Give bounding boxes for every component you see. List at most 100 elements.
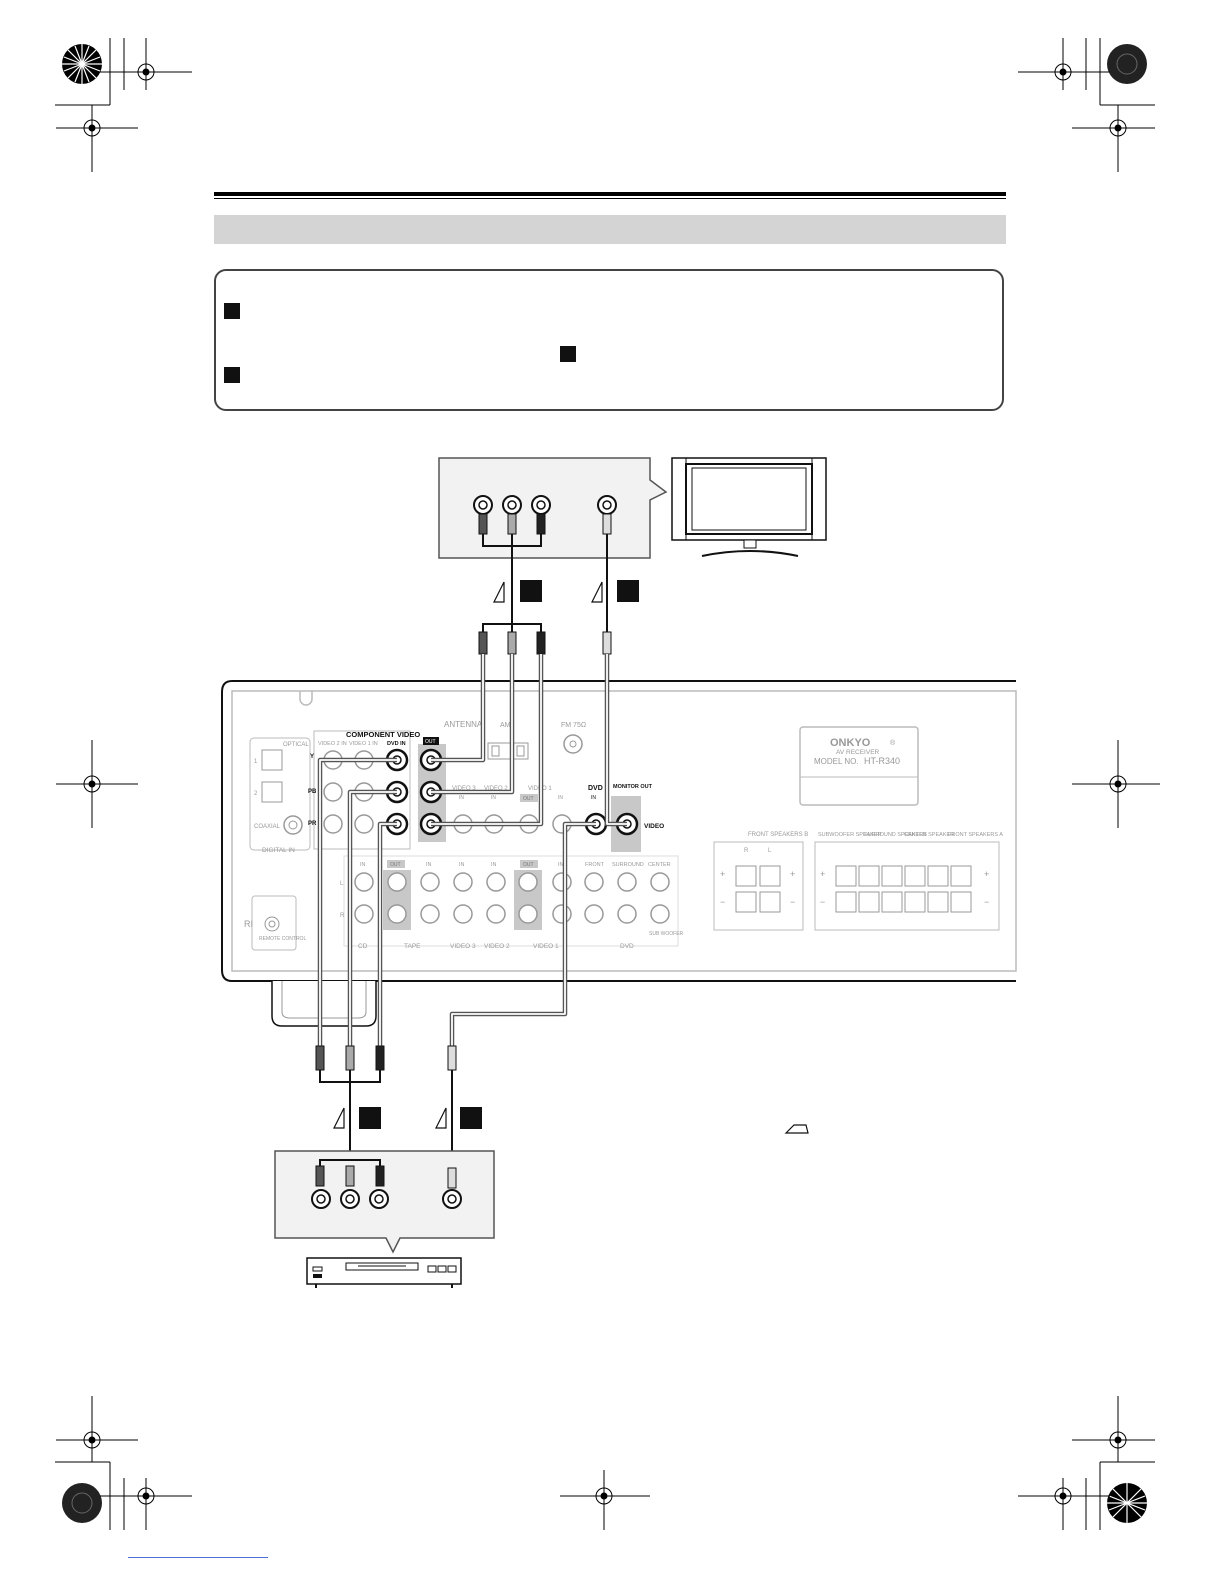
svg-text:ONKYO: ONKYO [830,737,871,749]
svg-text:−: − [720,897,725,907]
svg-text:SUBWOOFER SPEAKER: SUBWOOFER SPEAKER [818,832,882,838]
svg-text:Y: Y [310,754,314,760]
marker-square-icon [617,580,639,602]
svg-text:ANTENNA: ANTENNA [444,720,483,729]
svg-text:IN: IN [491,795,496,801]
cables [317,654,627,1046]
svg-text:CENTER SPEAKER: CENTER SPEAKER [904,832,954,838]
header-rule [214,192,1006,196]
svg-text:PB: PB [308,789,317,795]
tv-component-jack-pb [502,495,522,515]
dark-dot-icon [1107,44,1147,84]
marker-c-icon [224,367,240,383]
dvd-component-jack-y [311,1189,331,1209]
marker-a-icon [224,303,240,319]
receiver-rear-panel: OPTICAL 1 2 COAXIAL DIGITAL IN RI REMOTE… [221,680,1017,1027]
tv-video-jack [597,495,617,515]
dvd-output-callout [274,1150,495,1254]
svg-text:IN: IN [558,862,564,868]
svg-text:DVD IN: DVD IN [387,741,406,747]
svg-text:REMOTE CONTROL: REMOTE CONTROL [259,936,306,942]
svg-text:R: R [744,848,749,854]
svg-text:DIGITAL IN: DIGITAL IN [262,847,295,854]
dvd-side-plugs [315,1045,457,1168]
tv-input-callout [438,457,668,559]
svg-text:FRONT SPEAKERS B: FRONT SPEAKERS B [748,832,808,838]
svg-text:VIDEO 2: VIDEO 2 [484,786,508,792]
svg-text:VIDEO: VIDEO [644,823,664,830]
svg-text:+: + [790,869,795,879]
svg-text:FM 75Ω: FM 75Ω [561,722,586,729]
svg-text:IN: IN [360,862,366,868]
svg-text:VIDEO 1 IN: VIDEO 1 IN [349,741,378,747]
svg-text:VIDEO 2 IN: VIDEO 2 IN [318,741,347,747]
svg-text:IN: IN [459,795,464,801]
svg-text:FRONT SPEAKERS A: FRONT SPEAKERS A [948,832,1003,838]
svg-text:R: R [340,913,345,919]
svg-text:L: L [340,881,344,887]
svg-text:VIDEO 3: VIDEO 3 [450,943,476,950]
svg-text:L: L [768,848,772,854]
svg-text:MODEL NO.: MODEL NO. [814,757,859,766]
svg-text:2: 2 [254,791,258,797]
svg-text:SUB WOOFER: SUB WOOFER [649,931,684,937]
registration-marks [55,38,1160,1530]
dvd-component-jack-pb [340,1189,360,1209]
dvd-player-icon [306,1257,462,1288]
svg-text:VIDEO 1: VIDEO 1 [533,943,559,950]
svg-text:COMPONENT VIDEO: COMPONENT VIDEO [346,730,420,739]
marker-b-icon [560,346,576,362]
svg-text:+: + [820,869,825,879]
connection-notes-box [214,269,1004,411]
svg-text:DVD: DVD [588,785,603,792]
svg-text:IN: IN [459,862,465,868]
svg-text:1: 1 [254,759,258,765]
television-icon [671,457,827,557]
svg-text:SURROUND SPEAKERS: SURROUND SPEAKERS [864,832,927,838]
svg-text:CENTER: CENTER [648,862,671,868]
dvd-component-jack-pr [369,1189,389,1209]
svg-text:IN: IN [491,862,497,868]
svg-text:OUT: OUT [523,796,534,802]
svg-text:OUT: OUT [390,862,401,868]
marker-square-icon [359,1107,381,1129]
svg-text:DVD: DVD [620,943,634,950]
svg-text:VIDEO 3: VIDEO 3 [452,786,476,792]
section-title-band [214,215,1006,244]
svg-text:IN: IN [426,862,432,868]
svg-text:OUT: OUT [425,739,436,745]
svg-text:−: − [984,897,989,907]
svg-text:OUT: OUT [523,862,534,868]
svg-text:FRONT: FRONT [585,862,605,868]
svg-text:−: − [820,897,825,907]
marker-square-icon [520,580,542,602]
svg-text:+: + [984,869,989,879]
svg-text:TAPE: TAPE [404,943,421,950]
svg-text:COAXIAL: COAXIAL [254,824,281,830]
marker-square-icon [460,1107,482,1129]
tv-component-jack-pr [531,495,551,515]
svg-text:OPTICAL: OPTICAL [283,742,309,748]
dvd-video-jack [442,1189,462,1209]
svg-text:CD: CD [358,943,368,950]
svg-text:AM: AM [500,722,511,729]
direction-arrows-bottom [333,1107,809,1134]
svg-text:IN: IN [591,795,596,801]
svg-text:+: + [720,869,725,879]
svg-text:SURROUND: SURROUND [612,862,644,868]
svg-text:PR: PR [308,821,317,827]
svg-text:MONITOR OUT: MONITOR OUT [613,784,653,790]
direction-arrows-top [493,580,639,603]
header-rule-thin [214,198,1006,199]
svg-text:®: ® [890,739,896,747]
footer-link-line [128,1557,268,1558]
svg-text:HT-R340: HT-R340 [864,756,900,766]
arrow-ref-icon [784,1124,809,1134]
svg-text:RI: RI [244,919,253,929]
svg-text:−: − [790,897,795,907]
tv-component-jack-y [473,495,493,515]
svg-text:AV RECEIVER: AV RECEIVER [836,749,880,756]
svg-text:VIDEO 2: VIDEO 2 [484,943,510,950]
